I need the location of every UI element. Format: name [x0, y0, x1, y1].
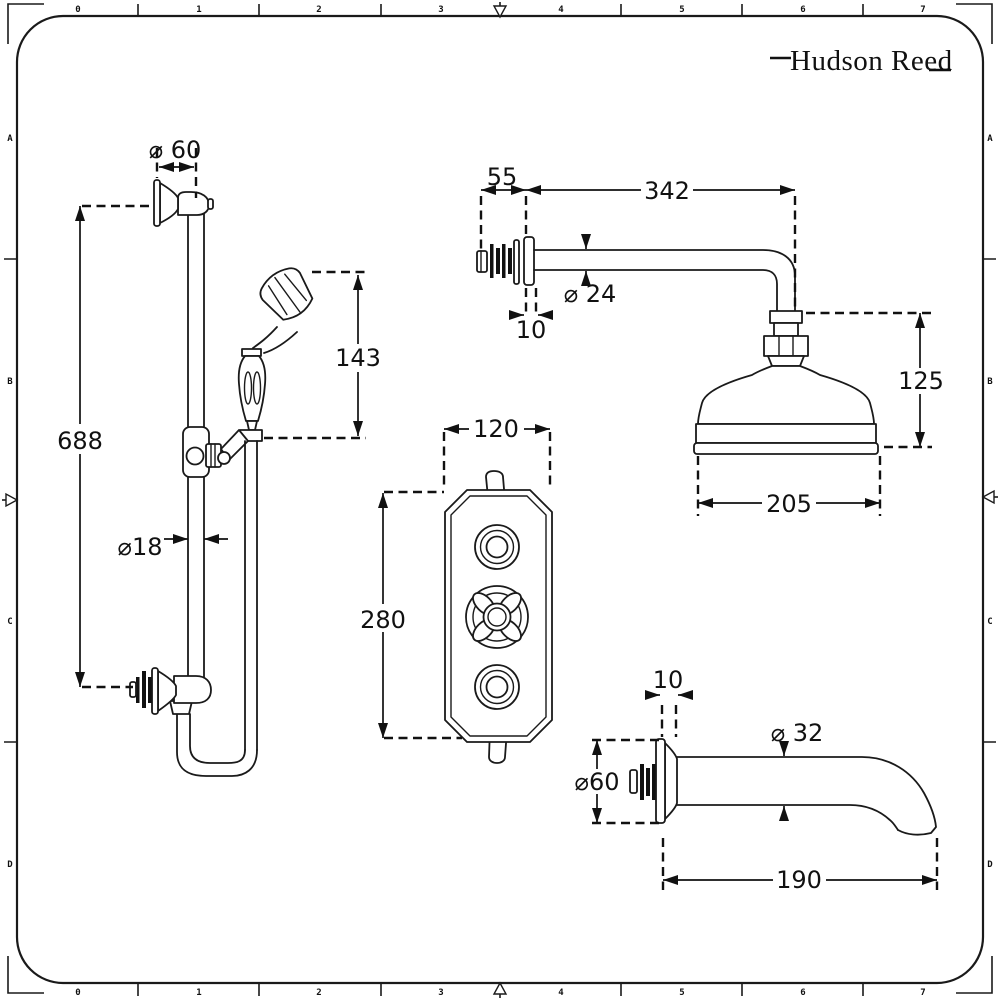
- ruler-label: A: [7, 134, 13, 144]
- dim-arm-length: 342: [526, 177, 797, 310]
- ruler-label: 3: [438, 988, 443, 998]
- ruler-label: 0: [75, 988, 80, 998]
- ruler-label: 0: [75, 5, 80, 15]
- ruler-label: B: [987, 377, 993, 387]
- dim-label: 143: [335, 344, 381, 372]
- ruler-ticks-right: [984, 258, 996, 743]
- valve-crosshead: [465, 585, 529, 649]
- dim-rail-diameter: ⌀18: [118, 533, 228, 561]
- dim-label: 10: [653, 666, 684, 694]
- dim-head-diameter: 205: [696, 456, 882, 518]
- ruler-ticks-top: [137, 4, 864, 16]
- slide-rail-drawing: ⌀ 60 688 143 ⌀18: [55, 136, 382, 777]
- dim-label: ⌀18: [118, 533, 163, 561]
- ruler-label: 7: [920, 5, 925, 15]
- centre-marker-bottom: [492, 981, 508, 998]
- valve-drawing: 120 280: [358, 415, 553, 764]
- ruler-letters-left: A B C D: [7, 134, 13, 870]
- dim-label: ⌀ 32: [771, 719, 824, 747]
- ruler-label: D: [987, 860, 993, 870]
- valve-bottom-control: [474, 664, 520, 710]
- ruler-label: 2: [316, 988, 321, 998]
- dim-label: 342: [644, 177, 690, 205]
- dim-label: 120: [473, 415, 519, 443]
- dim-label: 205: [766, 490, 812, 518]
- dim-label: ⌀ 24: [564, 280, 617, 308]
- rail-top-bracket: [153, 179, 214, 227]
- dim-spout-flange-diameter: ⌀60: [574, 738, 659, 825]
- spout-wall-fixing: [629, 738, 678, 824]
- ruler-label: 1: [196, 988, 201, 998]
- dim-rail-flange-diameter: ⌀ 60: [149, 136, 202, 198]
- corner-mark-bottom-right: [956, 956, 993, 994]
- ruler-label: 6: [800, 988, 805, 998]
- ruler-label: C: [987, 617, 992, 627]
- handset-head: [259, 267, 314, 321]
- dim-label: 280: [360, 606, 406, 634]
- ruler-numbers-top: 0 1 2 3 4 5 6 7: [75, 5, 925, 15]
- handset-handle: [237, 355, 267, 442]
- ruler-label: 2: [316, 5, 321, 15]
- centre-marker-right: [981, 489, 998, 505]
- dim-valve-width: 120: [442, 415, 552, 489]
- ruler-label: 4: [558, 988, 564, 998]
- ruler-label: C: [7, 617, 12, 627]
- ruler-label: 6: [800, 5, 805, 15]
- ruler-label: 5: [679, 988, 684, 998]
- ruler-label: 7: [920, 988, 925, 998]
- ruler-label: 4: [558, 5, 564, 15]
- shower-rose: [693, 365, 879, 455]
- dim-label: 55: [487, 163, 518, 191]
- dim-head-height: 125: [806, 311, 946, 449]
- ruler-ticks-bottom: [137, 984, 864, 996]
- ruler-label: 5: [679, 5, 684, 15]
- dim-label: ⌀60: [575, 768, 620, 796]
- ruler-label: A: [987, 134, 993, 144]
- ruler-ticks-left: [4, 258, 16, 743]
- rail-slider: [182, 426, 249, 478]
- ruler-numbers-bottom: 0 1 2 3 4 5 6 7: [75, 988, 925, 998]
- brand-name: Hudson Reed: [790, 45, 953, 77]
- corner-mark-top-left: [7, 3, 44, 44]
- dim-label: 125: [898, 367, 944, 395]
- handset-neck: [252, 326, 298, 354]
- dim-rail-height: 688: [55, 204, 152, 689]
- dim-label: 10: [516, 316, 547, 344]
- ruler-letters-right: A B C D: [987, 134, 993, 870]
- ruler-label: 3: [438, 5, 443, 15]
- ruler-label: B: [7, 377, 13, 387]
- centre-marker-top: [492, 2, 508, 19]
- ruler-label: 1: [196, 5, 201, 15]
- brand-logo: Hudson Reed: [770, 45, 953, 77]
- shower-hose: [176, 440, 258, 777]
- handset-collar: [241, 348, 262, 357]
- dim-label: 688: [57, 427, 103, 455]
- dim-arm-flange-thickness: 10: [509, 288, 553, 344]
- dim-spout-length: 190: [661, 838, 939, 894]
- corner-mark-bottom-left: [7, 956, 44, 994]
- centre-marker-left: [2, 492, 19, 508]
- bath-spout-drawing: 10 ⌀ 32 ⌀60 190: [574, 666, 939, 894]
- dim-spout-flange-thickness: 10: [645, 666, 693, 737]
- corner-mark-top-right: [956, 3, 993, 44]
- dim-valve-height: 280: [358, 490, 462, 740]
- dim-handset-height: 143: [264, 270, 382, 440]
- dim-label: 190: [776, 866, 822, 894]
- rail-bottom-bracket: [129, 667, 212, 715]
- spout-tube: [676, 756, 937, 836]
- dim-label: ⌀ 60: [149, 136, 202, 164]
- ruler-label: D: [7, 860, 13, 870]
- valve-top-control: [474, 524, 520, 570]
- shower-head-drawing: 55 342 ⌀ 24 10 125: [476, 163, 946, 518]
- dim-spout-diameter: ⌀ 32: [771, 719, 824, 821]
- dim-arm-diameter: ⌀ 24: [564, 234, 617, 308]
- arm-wall-fixing: [476, 236, 535, 286]
- dim-arm-wall: 55: [479, 163, 528, 250]
- head-connector: [763, 310, 809, 367]
